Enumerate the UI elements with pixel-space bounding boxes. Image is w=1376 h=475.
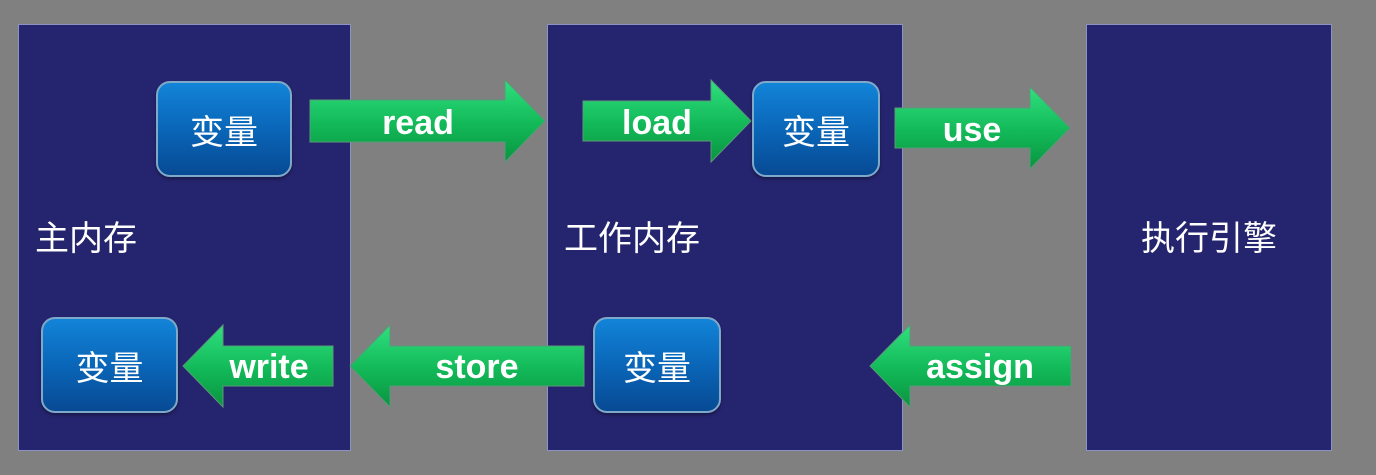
load-label: load — [622, 104, 692, 142]
working-memory-variable-bottom: 变量 — [593, 317, 721, 413]
use-label: use — [943, 111, 1002, 149]
main-memory-label: 主内存 — [35, 219, 137, 259]
working-memory-label: 工作内存 — [564, 219, 700, 259]
write-label: write — [228, 348, 308, 386]
assign-arrow: assign — [869, 323, 1072, 409]
use-arrow: use — [894, 85, 1071, 171]
main-memory-variable-bottom: 变量 — [41, 317, 178, 413]
working-memory-variable-top: 变量 — [752, 81, 880, 177]
write-arrow: write — [182, 323, 334, 409]
execution-engine-panel: 执行引擎 — [1086, 24, 1332, 451]
execution-engine-label: 执行引擎 — [1141, 219, 1277, 259]
read-arrow: read — [309, 78, 546, 164]
store-arrow: store — [349, 323, 585, 409]
main-memory-variable-top: 变量 — [156, 81, 292, 177]
load-arrow: load — [582, 78, 752, 164]
store-label: store — [435, 348, 518, 386]
assign-label: assign — [926, 348, 1034, 386]
read-label: read — [382, 104, 454, 142]
